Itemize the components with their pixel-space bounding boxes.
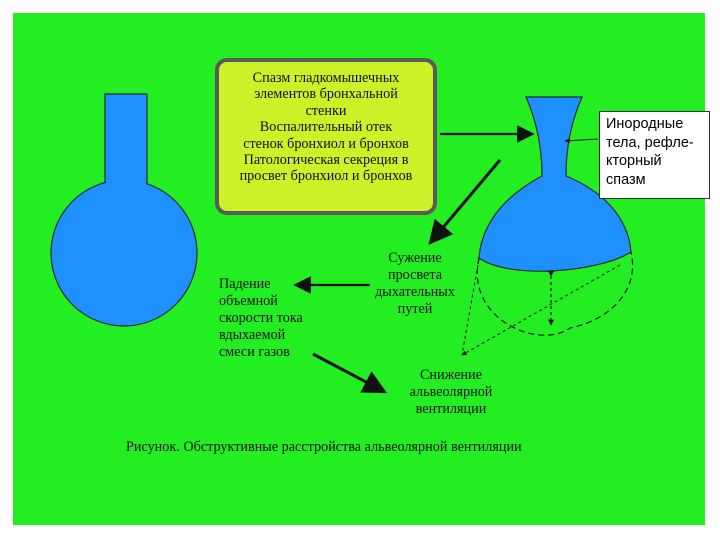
flow-drop-line: вдыхаемой (219, 327, 286, 343)
flow-drop-line: Падение (219, 276, 271, 292)
narrowing-line: просвета (387, 267, 442, 283)
callout-line: кторный (606, 153, 662, 169)
narrowing-label: Сужение просвета дыхательных путей (360, 250, 470, 318)
flow-drop-line: скорости тока (219, 310, 303, 326)
narrowing-line: дыхательных (375, 284, 455, 300)
callout-line: спазм (606, 171, 646, 188)
reduced-volume-outline (476, 251, 634, 336)
causes-line: Воспалительный отек (259, 119, 393, 136)
causes-line: стенки (305, 102, 347, 119)
normal-flask (50, 93, 198, 327)
flow-drop-line: смеси газов (219, 344, 290, 360)
causes-line: просвет бронхиол и бронхов (239, 168, 413, 185)
causes-box: Спазм гладкомышечных элементов бронхальн… (215, 58, 437, 215)
ventilation-drop-line: Снижение (419, 367, 483, 383)
figure-caption: Рисунок. Обструктивные расстройства альв… (126, 439, 522, 455)
flow-drop-line: объемной (219, 293, 278, 309)
callout-line: Инородные (606, 116, 684, 132)
causes-line: Спазм гладкомышечных (252, 70, 400, 86)
arrow-box-to-narrowing (428, 159, 502, 245)
arrow-flow-to-ventilation (312, 352, 388, 394)
causes-line: элементов бронхальной (254, 86, 398, 103)
causes-line: Патологическая секреция в (243, 152, 409, 169)
obstructed-flask (461, 96, 634, 356)
ventilation-drop-line: альвеолярной (409, 384, 493, 400)
flow-drop-label: Падение объемной скорости тока вдыхаемой… (219, 276, 303, 361)
ventilation-drop-line: вентиляции (415, 401, 487, 417)
ventilation-drop-label: Снижение альвеолярной вентиляции (396, 367, 506, 418)
narrowing-line: Сужение (388, 250, 442, 266)
callout-line: тела, рефле- (606, 134, 694, 151)
normal-flask-bulb (50, 179, 198, 327)
arrow-callout-to-neck (564, 138, 599, 144)
obstructed-flask-body (478, 96, 632, 272)
narrowing-line: путей (397, 301, 433, 317)
causes-line: стенок бронхиол и бронхов (243, 135, 409, 152)
foreign-bodies-callout: Инородные тела, рефле- кторный спазм (599, 111, 710, 199)
